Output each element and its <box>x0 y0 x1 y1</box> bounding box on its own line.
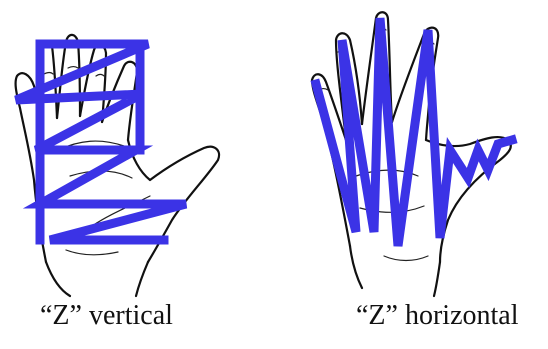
left-hand-illustration <box>16 35 219 296</box>
right-z-horizontal-wrap <box>316 18 512 246</box>
caption-z-vertical: “Z” vertical <box>40 302 173 330</box>
left-z-vertical-wrap <box>16 44 186 240</box>
right-hand-illustration <box>312 12 512 296</box>
right-tape-strip <box>316 18 512 246</box>
caption-z-horizontal: “Z” horizontal <box>356 302 518 330</box>
